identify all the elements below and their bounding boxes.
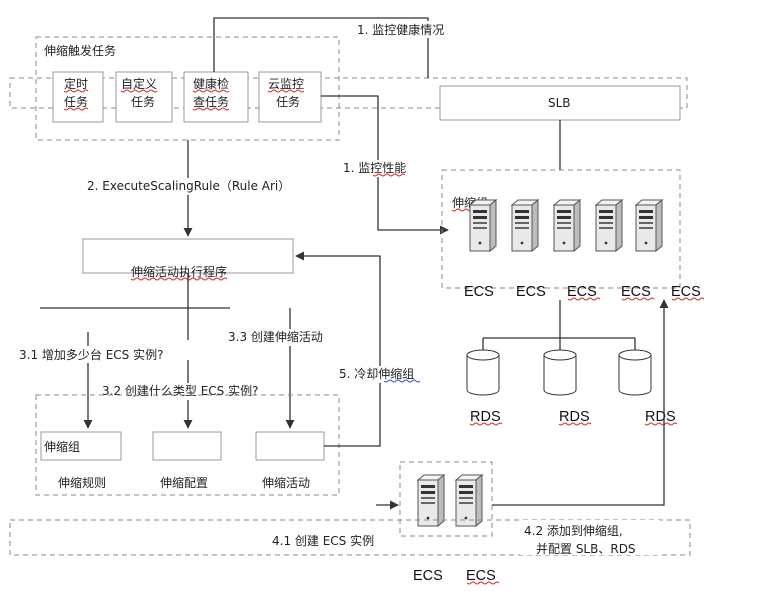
rds-label: RDS xyxy=(559,409,590,425)
config-caption-activity: 伸缩活动 xyxy=(262,475,310,490)
ecs-server-icon xyxy=(417,474,445,527)
task-health-line1: 健康检 xyxy=(193,76,229,91)
ecs-label: ECS xyxy=(621,284,651,300)
config-box-activity xyxy=(255,431,325,461)
overlay-dashed-band xyxy=(9,519,691,556)
add-group-label-line2: 并配置 SLB、RDS xyxy=(536,542,636,556)
task-cloud-line2: 任务 xyxy=(276,94,300,109)
ecs-server-icon xyxy=(595,199,623,252)
ecs-label: ECS xyxy=(671,284,701,300)
config-box-group xyxy=(40,431,122,461)
ecs-server-icon xyxy=(455,474,483,527)
create-activity-label: 3.3 创建伸缩活动 xyxy=(228,329,323,344)
type-label: 3.2 创建什么类型 ECS 实例? xyxy=(102,383,258,398)
config-box-group-label: 伸缩组 xyxy=(44,439,80,454)
cooldown-arrow xyxy=(295,251,381,447)
config-caption-settings: 伸缩配置 xyxy=(160,475,208,490)
task-custom-line2: 任务 xyxy=(131,94,155,109)
slb-label: SLB xyxy=(548,96,571,110)
create-ecs-label: 4.1 创建 ECS 实例 xyxy=(272,533,374,548)
ecs-label: ECS xyxy=(413,568,443,584)
rds-database-icon xyxy=(466,349,500,396)
ecs-label: ECS xyxy=(567,284,597,300)
executor-label: 伸缩活动执行程序 xyxy=(131,264,227,279)
task-box-health-check: 健康检 查任务 xyxy=(183,71,249,123)
task-custom-line1: 自定义 xyxy=(121,76,157,91)
overlay-dashed-band xyxy=(9,77,688,109)
health-monitor-line xyxy=(213,17,429,78)
executor-box xyxy=(82,238,294,274)
ecs-label: ECS xyxy=(464,284,494,300)
task-box-custom: 自定义 任务 xyxy=(115,71,173,123)
monitor-perf-label: 1. 监控性能 xyxy=(343,161,406,175)
execute-rule-label: 2. ExecuteScalingRule（Rule Ari） xyxy=(87,179,290,193)
ecs-server-icon xyxy=(553,199,581,252)
add-to-group-arrow xyxy=(492,299,669,506)
rds-database-icon xyxy=(618,349,652,396)
monitor-health-label: 1. 监控健康情况 xyxy=(357,22,444,37)
ecs-label: ECS xyxy=(466,568,496,584)
task-box-timed: 定时 任务 xyxy=(52,71,104,123)
ecs-server-icon xyxy=(635,199,663,252)
rds-label: RDS xyxy=(470,409,501,425)
rds-label: RDS xyxy=(645,409,676,425)
add-group-label-line1: 4.2 添加到伸缩组, xyxy=(524,523,623,538)
task-box-cloud-monitor: 云监控 任务 xyxy=(258,71,322,123)
slb-box xyxy=(439,85,681,121)
trigger-group-title: 伸缩触发任务 xyxy=(44,43,116,58)
cooldown-label: 5. 冷却伸缩组 xyxy=(339,366,414,381)
task-timed-line1: 定时 xyxy=(64,76,88,91)
config-group-frame xyxy=(35,394,340,496)
scaling-group-frame xyxy=(441,169,681,289)
rds-database-icon xyxy=(543,349,577,396)
how-many-label: 3.1 增加多少台 ECS 实例? xyxy=(19,347,163,362)
task-cloud-line1: 云监控 xyxy=(268,77,304,91)
ecs-label: ECS xyxy=(516,284,546,300)
ecs-server-icon xyxy=(469,199,497,252)
task-health-line2: 查任务 xyxy=(193,94,229,109)
trigger-group-frame xyxy=(35,36,340,141)
ecs-server-icon xyxy=(511,199,539,252)
new-instances-frame xyxy=(399,461,493,537)
config-caption-rule: 伸缩规则 xyxy=(58,475,106,490)
task-timed-line2: 任务 xyxy=(64,94,88,109)
config-box-settings xyxy=(152,431,222,461)
